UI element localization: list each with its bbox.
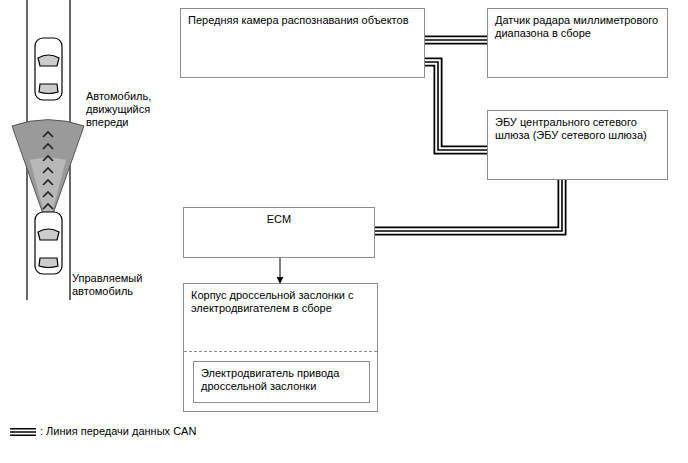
radar-wave-chevrons	[43, 132, 53, 209]
can-line-stroke	[425, 39, 487, 41]
node-text: Датчик радара миллиметрового диапазона в…	[488, 9, 667, 45]
can-line-stroke	[425, 36, 487, 45]
can-bus-line	[425, 62, 487, 150]
throttle-motor-box: Электродвигатель привода дроссельной зас…	[193, 361, 370, 403]
camera-box: Передняя камера распознавания объектов	[180, 8, 425, 78]
controlled-vehicle-label: Управляемый автомобиль	[72, 272, 172, 298]
gateway-ecu-box: ЭБУ центрального сетевого шлюза (ЭБУ сет…	[487, 110, 668, 180]
can-legend-sample	[10, 432, 36, 433]
node-text: Электродвигатель привода дроссельной зас…	[194, 362, 369, 398]
can-line-stroke	[425, 62, 487, 150]
signal-arrow	[280, 258, 281, 283]
can-line-stroke	[375, 180, 562, 231]
can-bus-line	[425, 40, 487, 41]
node-text: ЭБУ центрального сетевого шлюза (ЭБУ сет…	[488, 111, 667, 147]
can-line-stroke	[425, 37, 487, 43]
car-ahead	[35, 38, 62, 100]
node-text: Корпус дроссельной заслонки с электродви…	[184, 284, 377, 320]
can-line-stroke	[375, 180, 562, 231]
can-bus-line	[375, 180, 562, 231]
radar-box: Датчик радара миллиметрового диапазона в…	[487, 8, 668, 78]
ecm-box: ECM	[183, 207, 375, 258]
vehicle-ahead-label: Автомобиль, движущийся впереди	[86, 90, 174, 130]
controlled-car	[35, 212, 62, 274]
legend-text: : Линия передачи данных CAN	[40, 425, 196, 438]
arrow-line	[280, 258, 281, 283]
dashed-divider	[184, 351, 377, 352]
can-line-stroke	[425, 62, 487, 150]
throttle-body-box: Корпус дроссельной заслонки с электродви…	[183, 283, 378, 412]
can-line-stroke	[425, 62, 487, 150]
can-line-stroke	[375, 180, 562, 231]
node-text: Передняя камера распознавания объектов	[181, 9, 424, 32]
node-text: ECM	[184, 208, 374, 231]
